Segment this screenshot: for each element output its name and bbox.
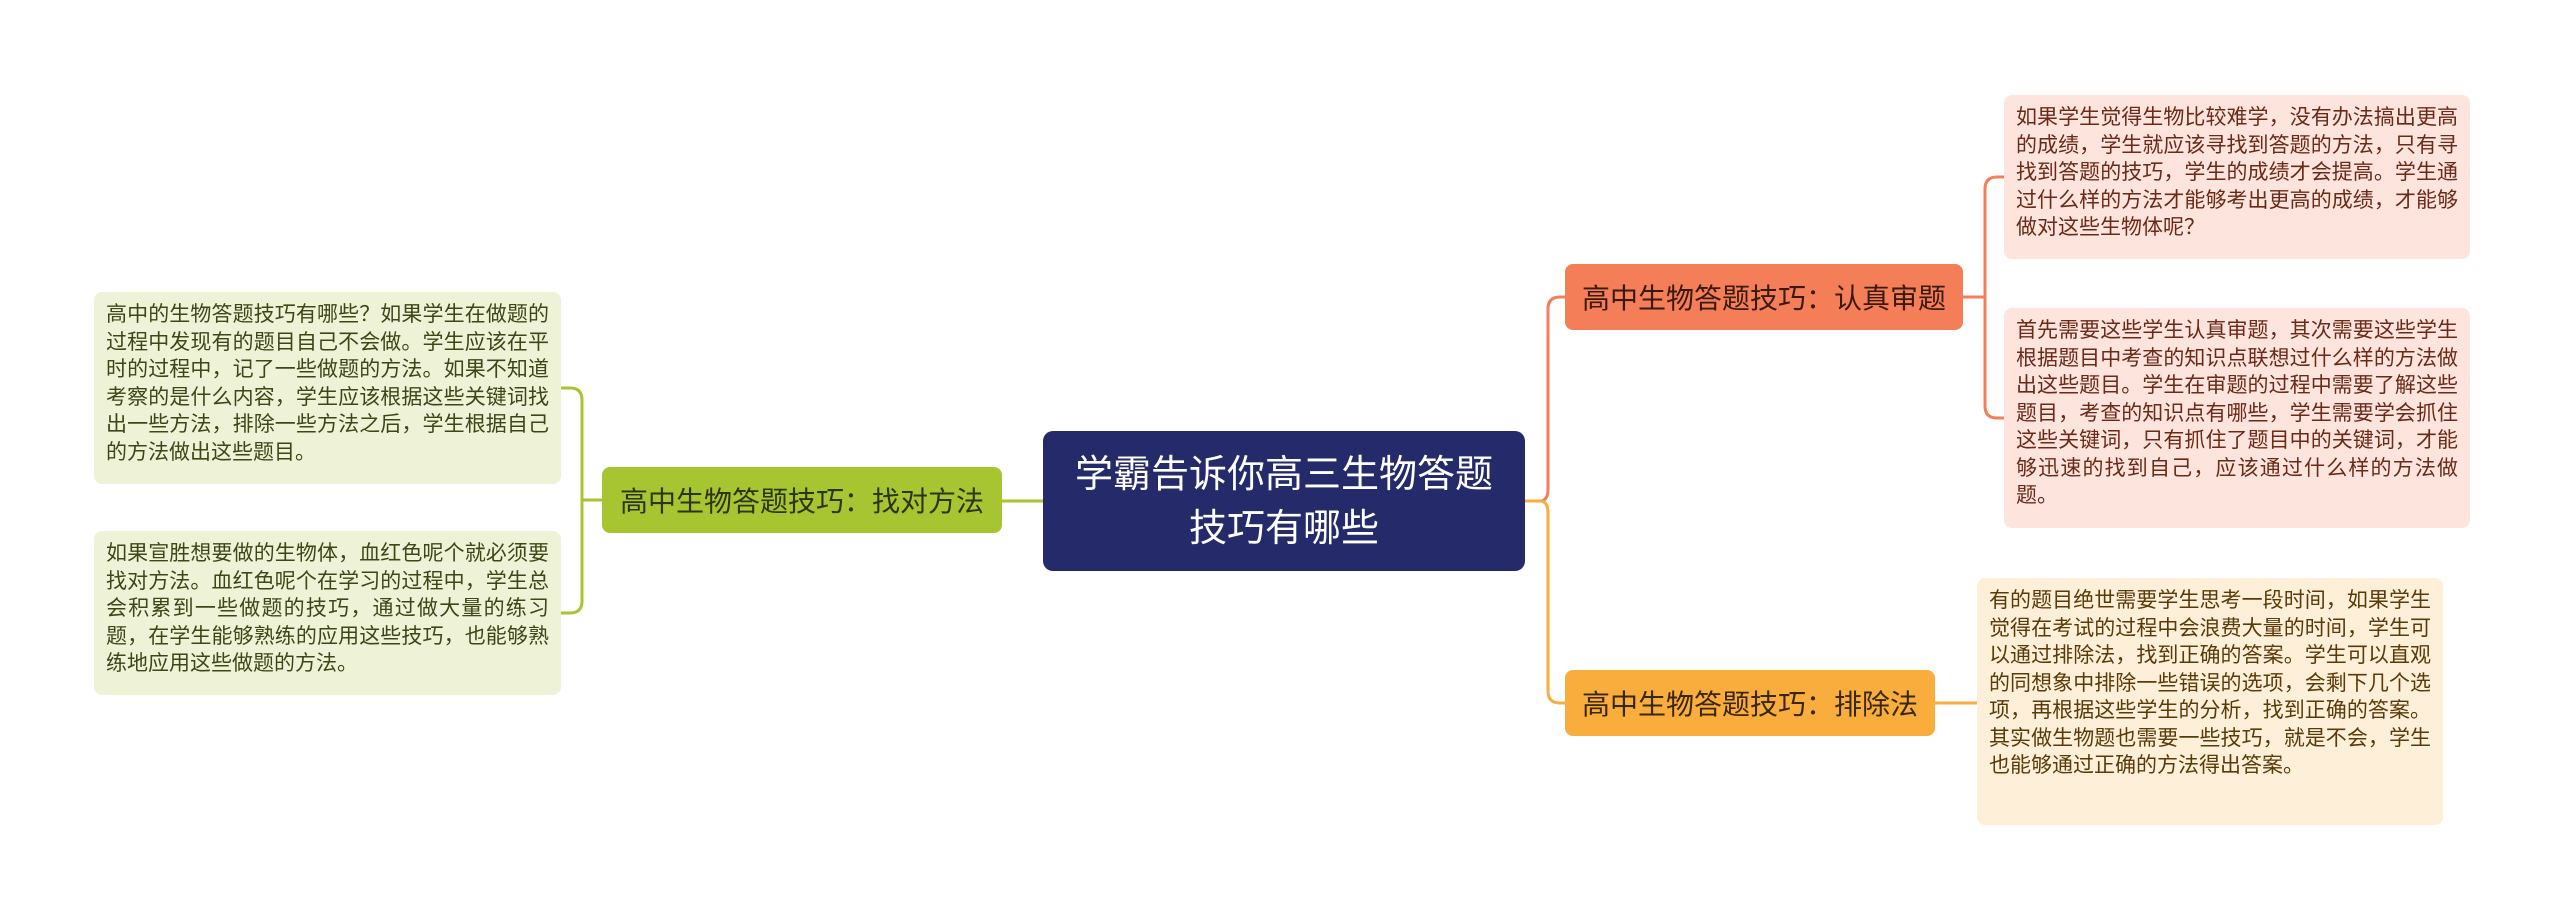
link-left-note-2 bbox=[561, 498, 602, 615]
note-right-1-1[interactable]: 如果学生觉得生物比较难学，没有办法搞出更高的成绩，学生就应该寻找到答题的方法，只… bbox=[2004, 95, 2470, 259]
branch-left-find-method[interactable]: 高中生物答题技巧：找对方法 bbox=[602, 467, 1002, 533]
link-right1-note-1 bbox=[1963, 175, 2004, 299]
link-left-note-1 bbox=[561, 386, 602, 502]
root-topic-title: 学霸告诉你高三生物答题技巧有哪些 bbox=[1074, 452, 1493, 550]
link-root-right-1 bbox=[1525, 295, 1565, 503]
branch-left-label: 高中生物答题技巧：找对方法 bbox=[619, 485, 984, 518]
note-right-2-1[interactable]: 有的题目绝世需要学生思考一段时间，如果学生觉得在考试的过程中会浪费大量的时间，学… bbox=[1977, 578, 2443, 825]
branch-right-careful-reading[interactable]: 高中生物答题技巧：认真审题 bbox=[1565, 264, 1963, 330]
branch-right-2-label: 高中生物答题技巧：排除法 bbox=[1581, 688, 1918, 721]
note-right-1-2[interactable]: 首先需要这些学生认真审题，其次需要这些学生根据题目中考查的知识点联想过什么样的方… bbox=[2004, 308, 2470, 528]
link-right1-note-2 bbox=[1963, 295, 2004, 420]
branch-right-elimination[interactable]: 高中生物答题技巧：排除法 bbox=[1565, 670, 1935, 736]
root-topic[interactable]: 学霸告诉你高三生物答题技巧有哪些 bbox=[1043, 431, 1525, 571]
note-left-2[interactable]: 如果宣胜想要做的生物体，血红色呢个就必须要找对方法。血红色呢个在学习的过程中，学… bbox=[94, 531, 561, 695]
note-left-1[interactable]: 高中的生物答题技巧有哪些？如果学生在做题的过程中发现有的题目自己不会做。学生应该… bbox=[94, 292, 561, 484]
branch-right-1-label: 高中生物答题技巧：认真审题 bbox=[1581, 282, 1946, 315]
link-root-right-2 bbox=[1525, 499, 1565, 705]
